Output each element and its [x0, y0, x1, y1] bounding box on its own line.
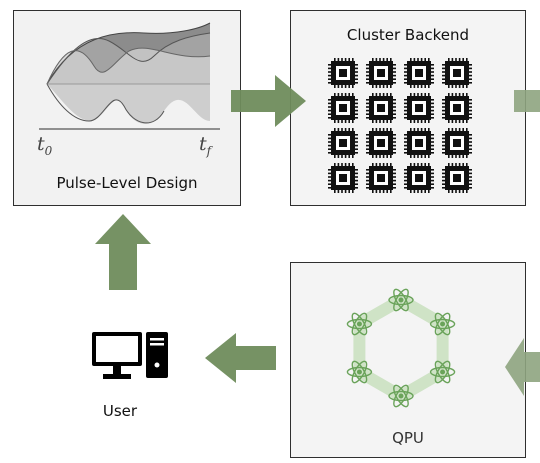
user-label: User	[102, 402, 138, 420]
processor-chip-icon	[404, 58, 434, 88]
processor-chip-icon	[328, 58, 358, 88]
qpu-panel: QPU	[290, 262, 526, 458]
pulse-design-panel: t0 tf Pulse-Level Design	[13, 10, 241, 206]
arrow-qpu-to-user	[205, 333, 276, 383]
processor-chip-icon	[328, 163, 358, 193]
qpu-panel-title: QPU	[392, 429, 424, 447]
t-end-label: tf	[199, 133, 212, 158]
processor-chip-icon	[404, 93, 434, 123]
processor-chip-icon	[366, 163, 396, 193]
atom-icon	[346, 360, 373, 384]
processor-chip-icon	[442, 163, 472, 193]
processor-chip-icon	[366, 58, 396, 88]
processor-chip-icon	[404, 163, 434, 193]
atom-icon	[429, 312, 456, 336]
pulse-waveform-plot	[39, 22, 220, 130]
processor-chip-icon	[442, 58, 472, 88]
processor-chip-icon	[366, 128, 396, 158]
processor-chip-icon	[442, 128, 472, 158]
processor-chip-icon	[442, 93, 472, 123]
arrow-user-to-pulse	[95, 214, 151, 290]
processor-chip-icon	[328, 128, 358, 158]
cluster-panel-title: Cluster Backend	[346, 26, 470, 44]
atom-icon	[388, 384, 414, 408]
processor-chip-icon	[328, 93, 358, 123]
atom-icon	[429, 360, 456, 384]
cluster-backend-panel: Cluster Backend	[290, 10, 526, 206]
atom-ring-icon	[346, 288, 456, 408]
t-start-label: t0	[37, 133, 53, 158]
processor-chip-icon	[366, 93, 396, 123]
processor-chip-icon	[404, 128, 434, 158]
desktop-computer-icon	[92, 332, 168, 379]
processor-chip-grid	[328, 58, 472, 193]
pulse-panel-title: Pulse-Level Design	[56, 174, 198, 192]
atom-icon	[346, 312, 373, 336]
atom-icon	[388, 288, 414, 312]
